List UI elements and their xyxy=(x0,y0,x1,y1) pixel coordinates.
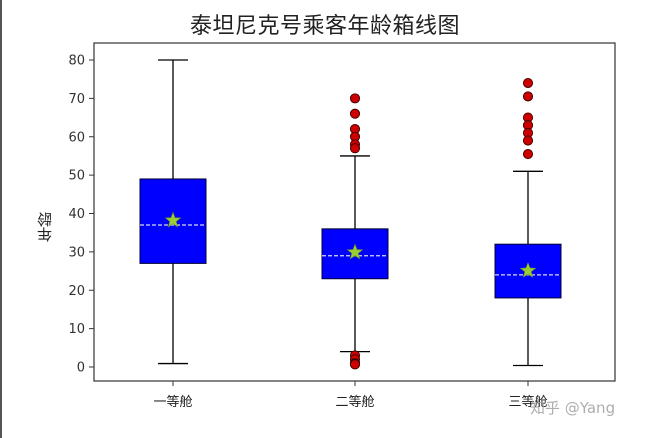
outlier-point xyxy=(349,359,361,370)
y-tick-label: 70 xyxy=(68,92,85,107)
frame-border xyxy=(0,0,2,438)
x-tick-label: 一等舱 xyxy=(153,394,192,410)
y-tick-label: 60 xyxy=(68,130,85,145)
outlier-point xyxy=(349,143,361,154)
outlier-point xyxy=(349,108,361,119)
x-tick-label: 二等舱 xyxy=(335,394,374,410)
y-tick-label: 30 xyxy=(68,245,85,260)
y-tick-label: 80 xyxy=(68,54,85,69)
chart-title: 泰坦尼克号乘客年龄箱线图 xyxy=(189,14,460,39)
mean-star-icon xyxy=(164,211,182,228)
outlier-point xyxy=(522,77,534,89)
y-tick-label: 0 xyxy=(77,361,85,376)
x-tick-label: 三等舱 xyxy=(508,394,547,410)
outlier-point xyxy=(522,135,534,146)
outlier-point xyxy=(349,93,361,104)
y-tick-label: 40 xyxy=(68,207,85,222)
mean-star-icon xyxy=(346,243,364,260)
y-tick-label: 10 xyxy=(68,322,85,337)
watermark: 知乎 @Yang xyxy=(530,399,616,417)
outlier-point xyxy=(522,148,534,160)
y-tick-label: 50 xyxy=(68,169,85,184)
outlier-point xyxy=(522,91,534,102)
mean-star-icon xyxy=(519,261,537,278)
y-tick-label: 20 xyxy=(68,284,85,299)
